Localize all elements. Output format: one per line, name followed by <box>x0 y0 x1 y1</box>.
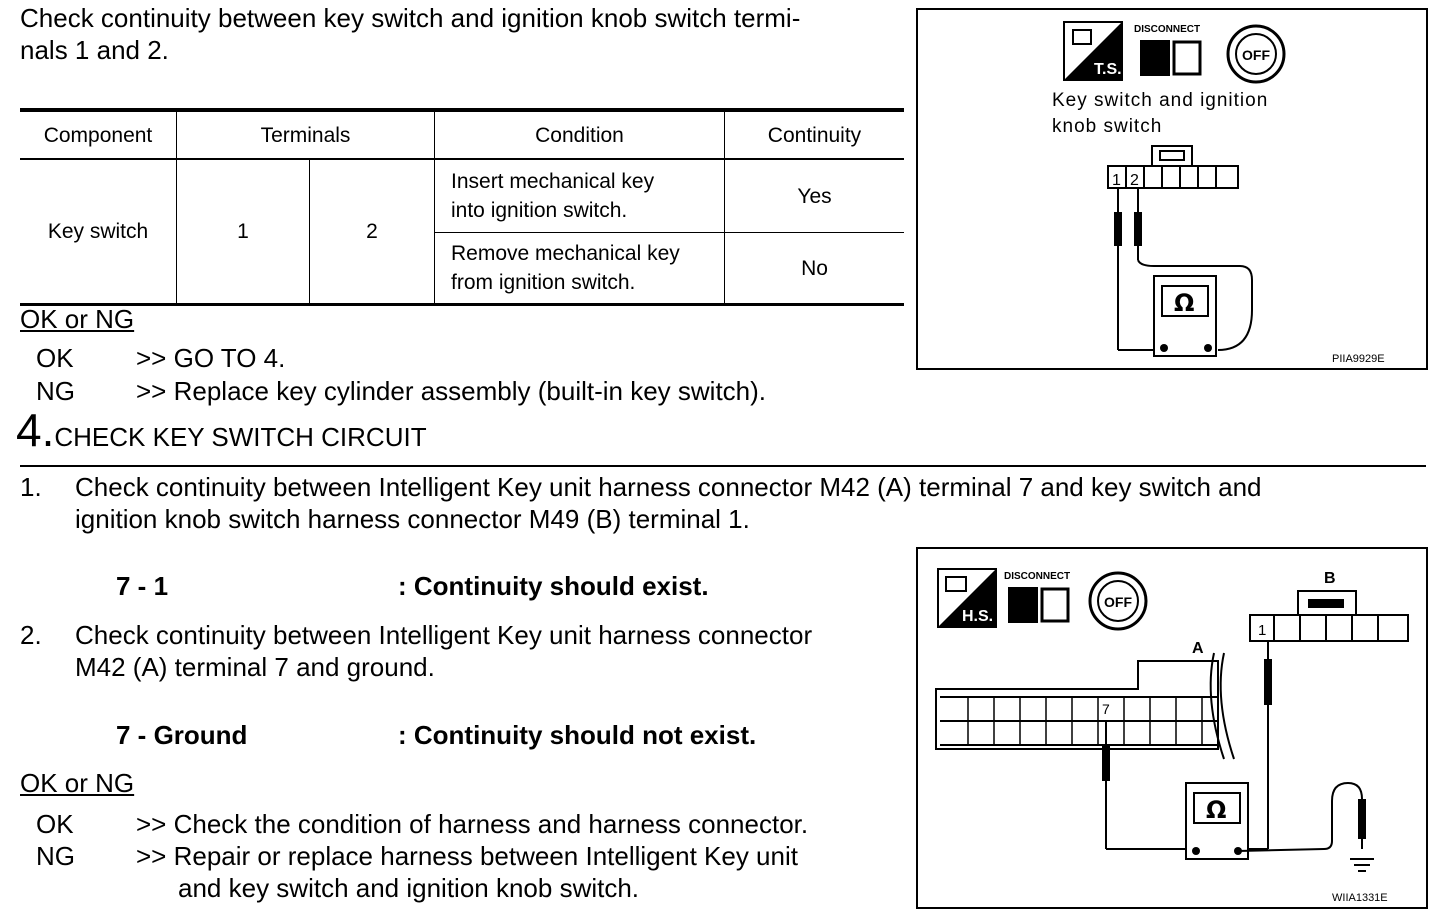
ng-label: NG <box>36 376 75 406</box>
item1-line-2: ignition knob switch harness connector M… <box>75 504 750 534</box>
hs-label: H.S. <box>962 608 993 625</box>
spec-value: : Continuity should exist. <box>398 571 709 601</box>
figure-code: WIIA1331E <box>1332 892 1388 904</box>
probe-a <box>1102 745 1110 781</box>
header-condition: Condition <box>434 108 725 160</box>
step-number: 4. <box>16 404 55 456</box>
result-heading: OK or NG <box>20 768 135 798</box>
ng-text: >> Replace key cylinder assembly (built-… <box>136 376 767 406</box>
probe-ground <box>1358 799 1366 839</box>
ok-label: OK <box>36 343 74 373</box>
cell-condition: Insert mechanical key into ignition swit… <box>434 159 725 233</box>
off-label: OFF <box>1242 47 1270 63</box>
step-heading: 4.CHECK KEY SWITCH CIRCUIT <box>16 404 427 468</box>
pin-2-label: 2 <box>1130 172 1139 189</box>
connector-a-body <box>935 660 1219 750</box>
item-number: 1. <box>20 472 42 502</box>
spec-label: 7 - 1 <box>116 571 169 601</box>
cell-component: Key switch <box>20 159 177 306</box>
table-row: Remove mechanical key from ignition swit… <box>20 232 904 306</box>
ng-text-line-1: >> Repair or replace harness between Int… <box>136 841 798 871</box>
header-terminals: Terminals <box>176 108 435 160</box>
hs-icon-triangle <box>938 569 996 627</box>
item2-line-1: Check continuity between Intelligent Key… <box>75 620 813 650</box>
spec-value: : Continuity should not exist. <box>398 720 757 750</box>
disconnect-icon <box>1140 40 1170 76</box>
connector-body <box>1107 165 1239 189</box>
connector-b-body <box>1249 614 1409 642</box>
off-label: OFF <box>1104 594 1132 610</box>
intro-line-1: Check continuity between key switch and … <box>20 3 801 33</box>
item-number: 2. <box>20 620 42 650</box>
step-title: CHECK KEY SWITCH CIRCUIT <box>54 422 427 452</box>
header-continuity: Continuity <box>724 108 904 160</box>
ts-label: T.S. <box>1094 61 1122 78</box>
condition-line: Remove mechanical key <box>451 242 680 265</box>
ok-text: >> GO TO 4. <box>136 343 286 373</box>
ok-label: OK <box>36 809 74 839</box>
intro-line-2: nals 1 and 2. <box>20 35 169 65</box>
cell-terminal-a: 1 <box>176 159 310 306</box>
intro-text: Check continuity between key switch and … <box>20 2 800 66</box>
figure-harness-test: H.S. DISCONNECT OFF B 1 A <box>916 547 1428 909</box>
item1-line-1: Check continuity between Intelligent Key… <box>75 472 1262 502</box>
spec-label: 7 - Ground <box>116 720 248 750</box>
cell-continuity: Yes <box>724 159 904 233</box>
pin-1-label: 1 <box>1112 172 1121 189</box>
pin-1-label: 1 <box>1258 622 1266 639</box>
connector-b-label: B <box>1324 570 1336 587</box>
cell-terminal-b: 2 <box>309 159 435 306</box>
condition-line: into ignition switch. <box>451 199 628 222</box>
figure-key-switch-test: T.S. DISCONNECT OFF 1 2 Ω PIIA9929E <box>916 8 1428 370</box>
step-divider <box>20 465 1426 467</box>
ohm-symbol: Ω <box>1174 289 1194 317</box>
header-component: Component <box>20 108 177 160</box>
disconnect-label: DISCONNECT <box>1004 571 1070 582</box>
cell-condition: Remove mechanical key from ignition swit… <box>434 232 725 306</box>
connector-a-label: A <box>1192 640 1204 657</box>
ts-icon-triangle <box>1064 22 1122 80</box>
pin-7-label: 7 <box>1102 701 1110 717</box>
table-row: Key switch 1 2 Insert mechanical key int… <box>20 159 904 306</box>
disconnect-label: DISCONNECT <box>1134 24 1200 35</box>
ng-label: NG <box>36 841 75 871</box>
figure-code: PIIA9929E <box>1332 353 1385 365</box>
figure-caption-line-2: knob switch <box>1052 116 1163 137</box>
probe-b <box>1264 659 1272 705</box>
ng-text-line-2: and key switch and ignition knob switch. <box>178 873 640 903</box>
item2-line-2: M42 (A) terminal 7 and ground. <box>75 652 435 682</box>
probe-2 <box>1134 212 1142 246</box>
disconnect-icon <box>1008 587 1038 623</box>
ohm-symbol: Ω <box>1206 796 1226 824</box>
continuity-table: Component Terminals Condition Continuity… <box>20 108 904 306</box>
figure-2-drawing: H.S. DISCONNECT OFF B 1 A <box>935 568 1409 904</box>
figure-caption-line-1: Key switch and ignition <box>1052 90 1269 111</box>
figure-1-drawing: T.S. DISCONNECT OFF 1 2 Ω PIIA9929E <box>1063 21 1385 365</box>
condition-line: Insert mechanical key <box>451 170 655 193</box>
condition-line: from ignition switch. <box>451 271 636 294</box>
probe-1 <box>1114 212 1122 246</box>
ok-text: >> Check the condition of harness and ha… <box>136 809 809 839</box>
cell-continuity: No <box>724 232 904 306</box>
result-heading: OK or NG <box>20 304 135 334</box>
